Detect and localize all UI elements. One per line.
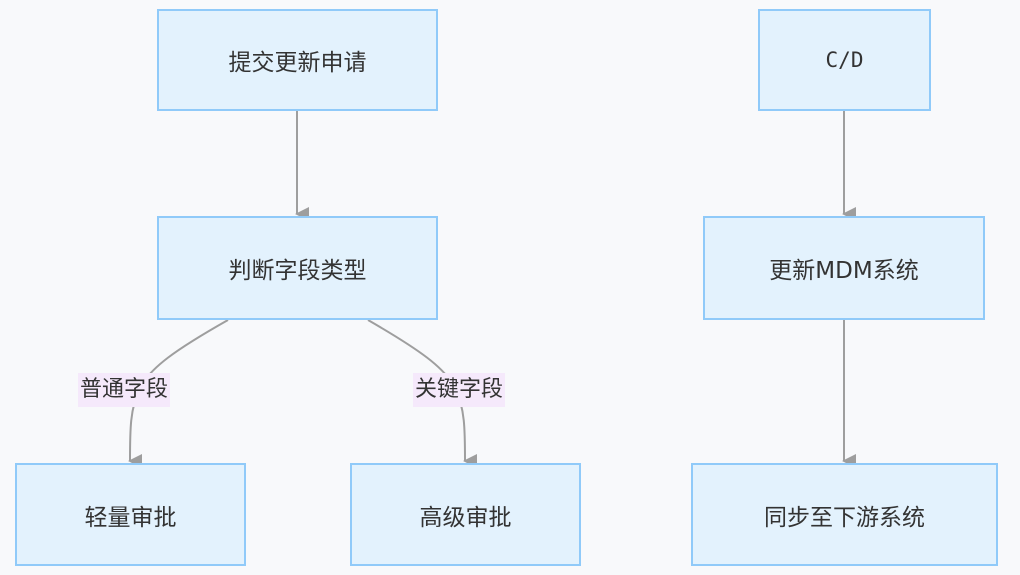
node-label: C/D	[825, 48, 864, 72]
node-judge-field-type: 判断字段类型	[157, 216, 438, 320]
edge-label-key-field: 关键字段	[413, 373, 506, 407]
node-cd: C/D	[758, 9, 931, 111]
node-label: 提交更新申请	[228, 50, 367, 76]
node-advanced-approval: 高级审批	[350, 463, 581, 566]
node-submit-update-request: 提交更新申请	[157, 9, 438, 111]
node-sync-downstream: 同步至下游系统	[691, 463, 998, 566]
node-label: 更新MDM系统	[769, 258, 919, 284]
node-label: 轻量审批	[84, 504, 177, 531]
node-label: 同步至下游系统	[764, 504, 925, 531]
edge-label-normal-field: 普通字段	[78, 373, 171, 407]
node-label: 判断字段类型	[228, 258, 367, 284]
node-update-mdm-system: 更新MDM系统	[703, 216, 985, 320]
node-light-approval: 轻量审批	[15, 463, 246, 566]
node-label: 高级审批	[419, 504, 512, 531]
